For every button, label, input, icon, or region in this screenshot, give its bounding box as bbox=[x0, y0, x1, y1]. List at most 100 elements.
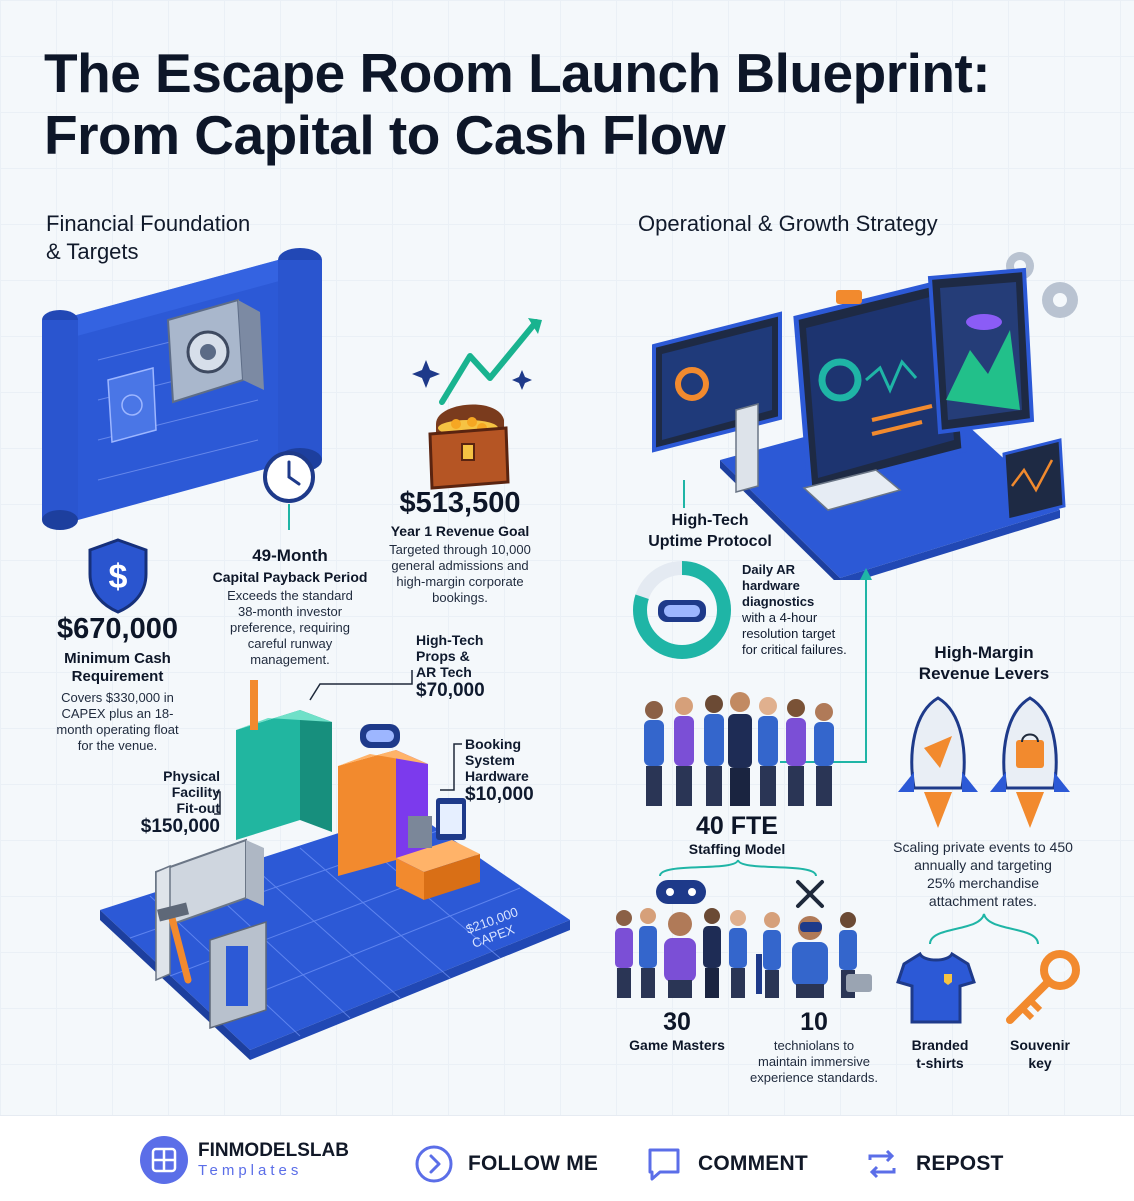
revenue-desc-line-4: bookings. bbox=[432, 590, 488, 605]
payback-label: Capital Payback Period bbox=[212, 569, 368, 585]
props-value: $70,000 bbox=[416, 680, 485, 701]
left-section-heading: Financial Foundation & Targets bbox=[46, 210, 326, 266]
control-room-illustration bbox=[652, 252, 1078, 580]
technicians-illustration bbox=[756, 880, 872, 998]
comment-bubble-icon bbox=[642, 1142, 686, 1186]
rocket-icon-1 bbox=[898, 696, 978, 828]
svg-text:$: $ bbox=[109, 558, 128, 596]
cash-requirement-block: $670,000 Minimum Cash Requirement Covers… bbox=[30, 612, 205, 754]
chevron-right-circle-icon bbox=[412, 1142, 456, 1186]
treasure-chest-growth-icon bbox=[412, 318, 542, 490]
repost-label: REPOST bbox=[916, 1152, 1004, 1175]
brand-text: FINMODELSLAB Templates bbox=[198, 1140, 349, 1180]
cash-label: Minimum Cash Requirement bbox=[30, 650, 205, 686]
game-masters-block: 30 Game Masters bbox=[612, 1008, 742, 1054]
souvenir-key-icon bbox=[1006, 950, 1080, 1024]
game-masters-illustration bbox=[615, 880, 747, 998]
cash-label-line-1: Minimum Cash bbox=[64, 650, 171, 667]
revenue-desc-line-1: Targeted through 10,000 bbox=[389, 542, 531, 557]
levers-label-line-1: High-Margin bbox=[934, 643, 1034, 662]
right-section-heading: Operational & Growth Strategy bbox=[638, 211, 938, 236]
facility-line-1: Physical bbox=[163, 768, 220, 784]
right-connector-lines bbox=[683, 480, 872, 763]
rockets-illustration bbox=[898, 696, 1070, 828]
payback-description: Exceeds the standard 38-month investor p… bbox=[196, 588, 384, 668]
key-line-2: key bbox=[1028, 1055, 1052, 1071]
comment-button[interactable]: COMMENT bbox=[642, 1142, 808, 1186]
revenue-desc-line-2: general admissions and bbox=[391, 558, 529, 573]
tshirts-line-1: Branded bbox=[911, 1037, 969, 1053]
booking-value: $10,000 bbox=[465, 784, 534, 805]
cash-label-line-2: Requirement bbox=[71, 668, 164, 685]
cash-desc-line-3: month operating float bbox=[56, 722, 179, 737]
cash-desc-line-4: for the venue. bbox=[77, 738, 158, 753]
levers-label-line-2: Revenue Levers bbox=[918, 664, 1050, 683]
revenue-value: $513,500 bbox=[399, 487, 521, 519]
left-heading-line-2: & Targets bbox=[46, 239, 139, 264]
props-line-2: Props & bbox=[416, 648, 470, 664]
tools-icon bbox=[796, 880, 824, 908]
facility-line-3: Fit-out bbox=[176, 800, 220, 816]
cash-value: $670,000 bbox=[57, 613, 178, 645]
uptime-desc-bold-2: hardware bbox=[742, 578, 800, 593]
technicians-description: techniolans to maintain immersive experi… bbox=[738, 1038, 890, 1086]
payback-block: 49-Month Capital Payback Period Exceeds … bbox=[196, 546, 384, 668]
revenue-desc-line-3: high-margin corporate bbox=[396, 574, 524, 589]
footer-bar: FINMODELSLAB Templates FOLLOW ME COMMENT bbox=[0, 1115, 1134, 1201]
levers-desc-line-3: 25% merchandise bbox=[926, 875, 1040, 891]
left-heading-line-1: Financial Foundation bbox=[46, 211, 251, 236]
uptime-desc-line-2: resolution target bbox=[742, 626, 836, 641]
uptime-label-line-1: High-Tech bbox=[671, 512, 749, 529]
branded-tshirts-label: Branded t-shirts bbox=[888, 1036, 992, 1072]
game-masters-label: Game Masters bbox=[629, 1037, 725, 1053]
brand-logo[interactable]: FINMODELSLAB Templates bbox=[140, 1136, 349, 1184]
staff-connector bbox=[659, 859, 817, 877]
blueprint-vault-illustration bbox=[42, 248, 322, 530]
staff-value: 40 FTE bbox=[696, 812, 778, 840]
page-title: The Escape Room Launch Blueprint: From C… bbox=[44, 42, 1104, 166]
revenue-description: Targeted through 10,000 general admissio… bbox=[370, 542, 550, 606]
revenue-label: Year 1 Revenue Goal bbox=[390, 523, 530, 539]
props-line-3: AR Tech bbox=[416, 664, 472, 680]
rocket-icon-2 bbox=[990, 696, 1070, 828]
booking-line-3: Hardware bbox=[465, 768, 529, 784]
uptime-description: Daily AR hardware diagnostics with a 4-h… bbox=[742, 562, 870, 658]
uptime-ring-icon bbox=[633, 561, 731, 659]
clock-icon bbox=[263, 451, 315, 530]
uptime-desc-bold-3: diagnostics bbox=[742, 594, 815, 609]
payback-value: 49-Month bbox=[252, 546, 328, 565]
title-line-1: The Escape Room Launch Blueprint: bbox=[44, 42, 991, 104]
repost-arrows-icon bbox=[860, 1142, 904, 1186]
technicians-value: 10 bbox=[800, 1008, 828, 1036]
uptime-desc-bold-1: Daily AR bbox=[742, 562, 795, 577]
facility-value: $150,000 bbox=[140, 816, 220, 837]
facility-fitout-block: Physical Facility Fit-out $150,000 bbox=[110, 768, 220, 838]
payback-desc-line-3: preference, requiring bbox=[230, 620, 350, 635]
payback-desc-line-1: Exceeds the standard bbox=[227, 588, 353, 603]
levers-desc-line-1: Scaling private events to 450 bbox=[893, 839, 1073, 855]
uptime-ring-progress bbox=[633, 561, 731, 659]
levers-desc-line-4: attachment rates. bbox=[928, 893, 1038, 909]
uptime-desc-line-3: for critical failures. bbox=[742, 642, 847, 657]
comment-label: COMMENT bbox=[698, 1152, 808, 1175]
brand-name: FINMODELSLAB bbox=[198, 1140, 349, 1161]
technicians-desc-line-2: maintain immersive bbox=[758, 1054, 870, 1069]
revenue-goal-block: $513,500 Year 1 Revenue Goal Targeted th… bbox=[370, 486, 550, 606]
uptime-label-line-2: Uptime Protocol bbox=[648, 533, 772, 550]
tshirts-line-2: t-shirts bbox=[916, 1055, 964, 1071]
cash-description: Covers $330,000 in CAPEX plus an 18- mon… bbox=[30, 690, 205, 754]
payback-desc-line-4: careful runway bbox=[247, 636, 333, 651]
follow-me-button[interactable]: FOLLOW ME bbox=[412, 1142, 598, 1186]
payback-desc-line-2: 38-month investor bbox=[237, 604, 343, 619]
repost-button[interactable]: REPOST bbox=[860, 1142, 1004, 1186]
payback-desc-line-5: management. bbox=[250, 652, 330, 667]
brand-grid-icon bbox=[140, 1136, 188, 1184]
uptime-desc-line-1: with a 4-hour bbox=[742, 610, 818, 625]
tshirt-icon bbox=[896, 951, 976, 1024]
merch-connector bbox=[929, 913, 1039, 945]
technicians-desc-line-3: experience standards. bbox=[750, 1070, 878, 1085]
staff-group-illustration bbox=[644, 692, 834, 806]
booking-line-2: System bbox=[465, 752, 515, 768]
left-connector-lines bbox=[214, 670, 462, 815]
gamepad-icon bbox=[656, 880, 706, 904]
